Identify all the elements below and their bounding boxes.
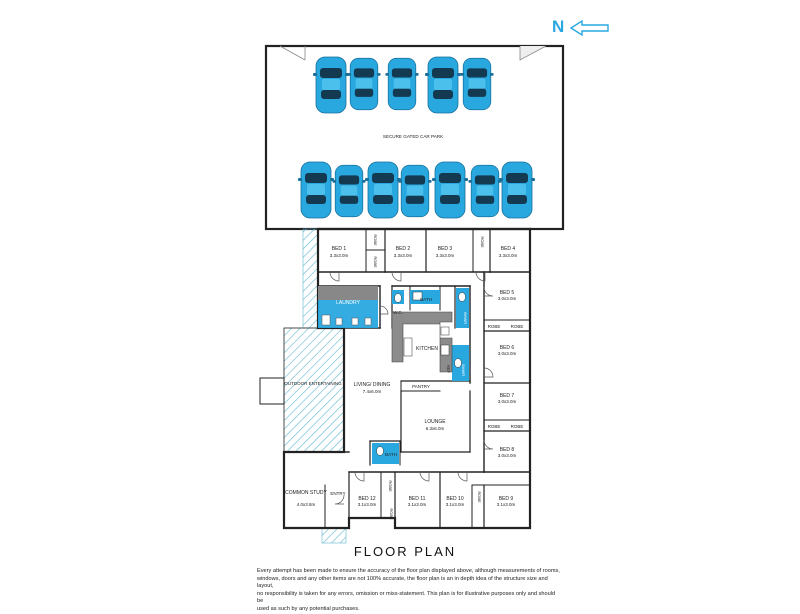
robe-label: ROBE: [373, 234, 378, 246]
bed-3-size: 3.3x3.0m: [436, 253, 455, 258]
study-label: COMMON STUDY: [285, 490, 327, 496]
bath-top-label: BATH: [420, 297, 432, 302]
bed-1-size: 3.3x3.0m: [330, 253, 349, 258]
pantry-label: PANTRY: [412, 384, 430, 389]
robe-label: ROBE: [373, 256, 378, 268]
robe-label: ROBE: [511, 424, 524, 429]
car-icon: [331, 164, 367, 218]
north-label: N: [552, 17, 565, 36]
car-icon: [431, 161, 469, 219]
bed-6-label: BED 6: [500, 345, 515, 351]
bed-3-label: BED 3: [438, 246, 453, 252]
bath-bottom-label: BATH: [385, 452, 397, 457]
bed-8-label: BED 8: [500, 447, 515, 453]
robe-label: ROBE: [488, 324, 501, 329]
kitchen-label: KITCHEN: [416, 346, 438, 352]
bed-4-size: 3.3x3.0m: [499, 253, 518, 258]
bed-6-size: 3.0x3.0m: [498, 351, 517, 356]
floor-plan: SECURE GATED CAR PARK BED 1 3.3x3.0m BED…: [259, 44, 565, 544]
car-icon: [297, 161, 335, 219]
bed-8-size: 3.0x3.0m: [498, 453, 517, 458]
disclaimer-line: no responsibility is taken for any error…: [257, 590, 556, 605]
bed-5-label: BED 5: [500, 290, 515, 296]
car-icon: [498, 161, 536, 219]
robe-label: ROBE: [511, 324, 524, 329]
robe-label: ROBE: [388, 480, 393, 492]
bed-7-size: 3.0x3.0m: [498, 399, 517, 404]
north-indicator: N: [552, 16, 612, 40]
car-icon: [467, 164, 503, 218]
disclaimer-line: used as such by any potential purchases.: [257, 605, 360, 612]
robe-label: ROBE: [389, 508, 394, 520]
car-icon: [424, 56, 462, 114]
living-size: 7.4x6.0m: [363, 389, 382, 394]
bed-5-size: 3.0x3.0m: [498, 296, 517, 301]
lounge-size: 6.3x6.0m: [426, 426, 445, 431]
disclaimer-line: Every attempt has been made to ensure th…: [257, 568, 560, 574]
bed-2-size: 3.3x3.0m: [394, 253, 413, 258]
outdoor-label: OUTDOOR ENTERTAINING: [284, 381, 342, 386]
shower-label: SHWR: [463, 312, 468, 324]
car-row-top: [312, 56, 495, 114]
disclaimer: Every attempt has been made to ensure th…: [257, 568, 562, 614]
car-icon: [459, 57, 495, 111]
bed-12-size: 3.1x3.0m: [358, 502, 377, 507]
disclaimer-line: windows, doors and any other items are n…: [257, 575, 548, 590]
lounge-label: LOUNGE: [424, 419, 446, 425]
wet-areas: [318, 286, 469, 464]
car-icon: [384, 57, 420, 111]
carpark-label: SECURE GATED CAR PARK: [383, 134, 444, 139]
robe-label: ROBE: [477, 491, 482, 503]
wc-label: W.C.: [393, 310, 403, 315]
bed-1-label: BED 1: [332, 246, 347, 252]
robe-label: ROBE: [480, 236, 485, 248]
shower-label: SHWR: [461, 364, 466, 376]
bed-4-label: BED 4: [501, 246, 516, 252]
robe-label: ROBE: [488, 424, 501, 429]
floor-plan-title: FLOOR PLAN: [353, 544, 457, 559]
outdoor-area: [259, 228, 347, 544]
bed-9-size: 3.1x3.0m: [497, 502, 516, 507]
bed-10-label: BED 10: [446, 496, 463, 502]
car-icon: [364, 161, 402, 219]
bed-7-label: BED 7: [500, 393, 515, 399]
kitchen-bench: [391, 311, 453, 373]
living-label: LIVING/ DINING: [354, 382, 391, 388]
arrow-left-icon: [570, 19, 609, 37]
bed-12-label: BED 12: [358, 496, 375, 502]
fridge-label: REF: [446, 365, 451, 374]
bed-2-label: BED 2: [396, 246, 411, 252]
door-swings: [329, 271, 494, 505]
bed-10-size: 3.1x3.0m: [446, 502, 465, 507]
bed-9-label: BED 9: [499, 496, 514, 502]
bed-11-size: 3.1x3.0m: [408, 502, 427, 507]
car-icon: [346, 57, 382, 111]
study-size: 4.0x3.8m: [297, 502, 316, 507]
car-icon: [397, 164, 433, 218]
room-labels: SECURE GATED CAR PARK BED 1 3.3x3.0m BED…: [284, 134, 523, 520]
entry-label: ENTRY: [330, 491, 345, 496]
car-icon: [312, 56, 350, 114]
bed-11-label: BED 11: [409, 496, 426, 502]
laundry-label: LAUNDRY: [336, 300, 360, 306]
